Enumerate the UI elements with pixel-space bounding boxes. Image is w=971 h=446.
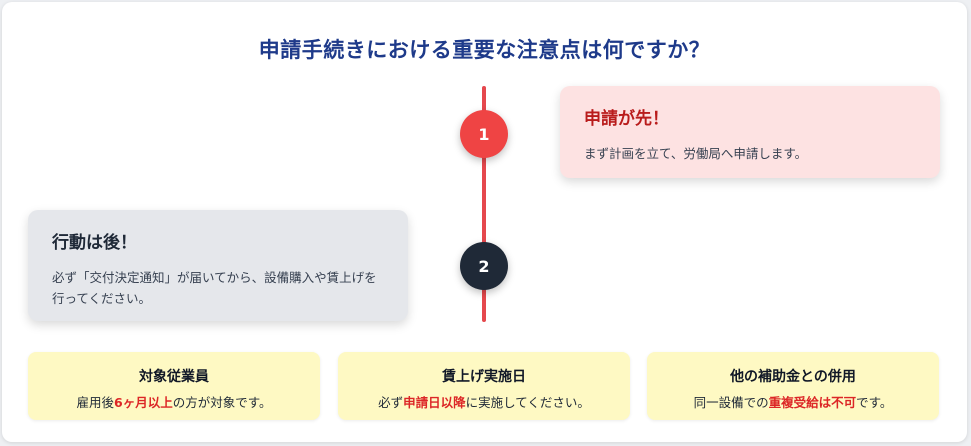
step-2-card: 行動は後！ 必ず「交付決定通知」が届いてから、設備購入や賃上げを行ってください。: [28, 210, 408, 321]
note-highlight: 申請日以降: [403, 395, 466, 410]
notes-row: 対象従業員 雇用後6ヶ月以上の方が対象です。 賃上げ実施日 必ず申請日以降に実施…: [28, 352, 941, 422]
step-1-marker: 1: [460, 110, 508, 158]
step-1-text: まず計画を立て、労働局へ申請します。: [584, 146, 808, 161]
page-title: 申請手続きにおける重要な注意点は何ですか？: [258, 38, 711, 62]
note-other-subsidies: 他の補助金との併用 同一設備での重複受給は不可です。: [647, 352, 939, 420]
step-2-text: 必ず「交付決定通知」が届いてから、設備購入や賃上げを行ってください。: [52, 270, 377, 306]
step-2-marker: 2: [460, 242, 508, 290]
note-text: 同一設備での重複受給は不可です。: [647, 392, 939, 411]
note-wage-increase-date: 賃上げ実施日 必ず申請日以降に実施してください。: [338, 352, 630, 420]
note-text: 雇用後6ヶ月以上の方が対象です。: [28, 392, 320, 411]
note-target-employees: 対象従業員 雇用後6ヶ月以上の方が対象です。: [28, 352, 320, 420]
timeline-line: [482, 86, 486, 322]
step-2-heading: 行動は後！: [52, 233, 137, 253]
step-1-card: 申請が先！ まず計画を立て、労働局へ申請します。: [560, 86, 940, 178]
note-highlight: 重複受給は不可: [768, 395, 857, 410]
note-text-post: です。: [856, 395, 893, 410]
note-heading: 賃上げ実施日: [442, 369, 526, 385]
note-text-pre: 必ず: [378, 395, 404, 410]
note-text-post: に実施してください。: [465, 395, 590, 410]
step-1-heading: 申請が先！: [584, 109, 669, 129]
note-highlight: 6ヶ月以上: [114, 395, 173, 410]
note-heading: 他の補助金との併用: [730, 369, 856, 385]
note-heading: 対象従業員: [139, 369, 209, 385]
note-text: 必ず申請日以降に実施してください。: [338, 392, 630, 411]
note-text-pre: 雇用後: [76, 395, 115, 410]
note-text-post: の方が対象です。: [172, 395, 272, 410]
note-text-pre: 同一設備での: [693, 395, 769, 410]
